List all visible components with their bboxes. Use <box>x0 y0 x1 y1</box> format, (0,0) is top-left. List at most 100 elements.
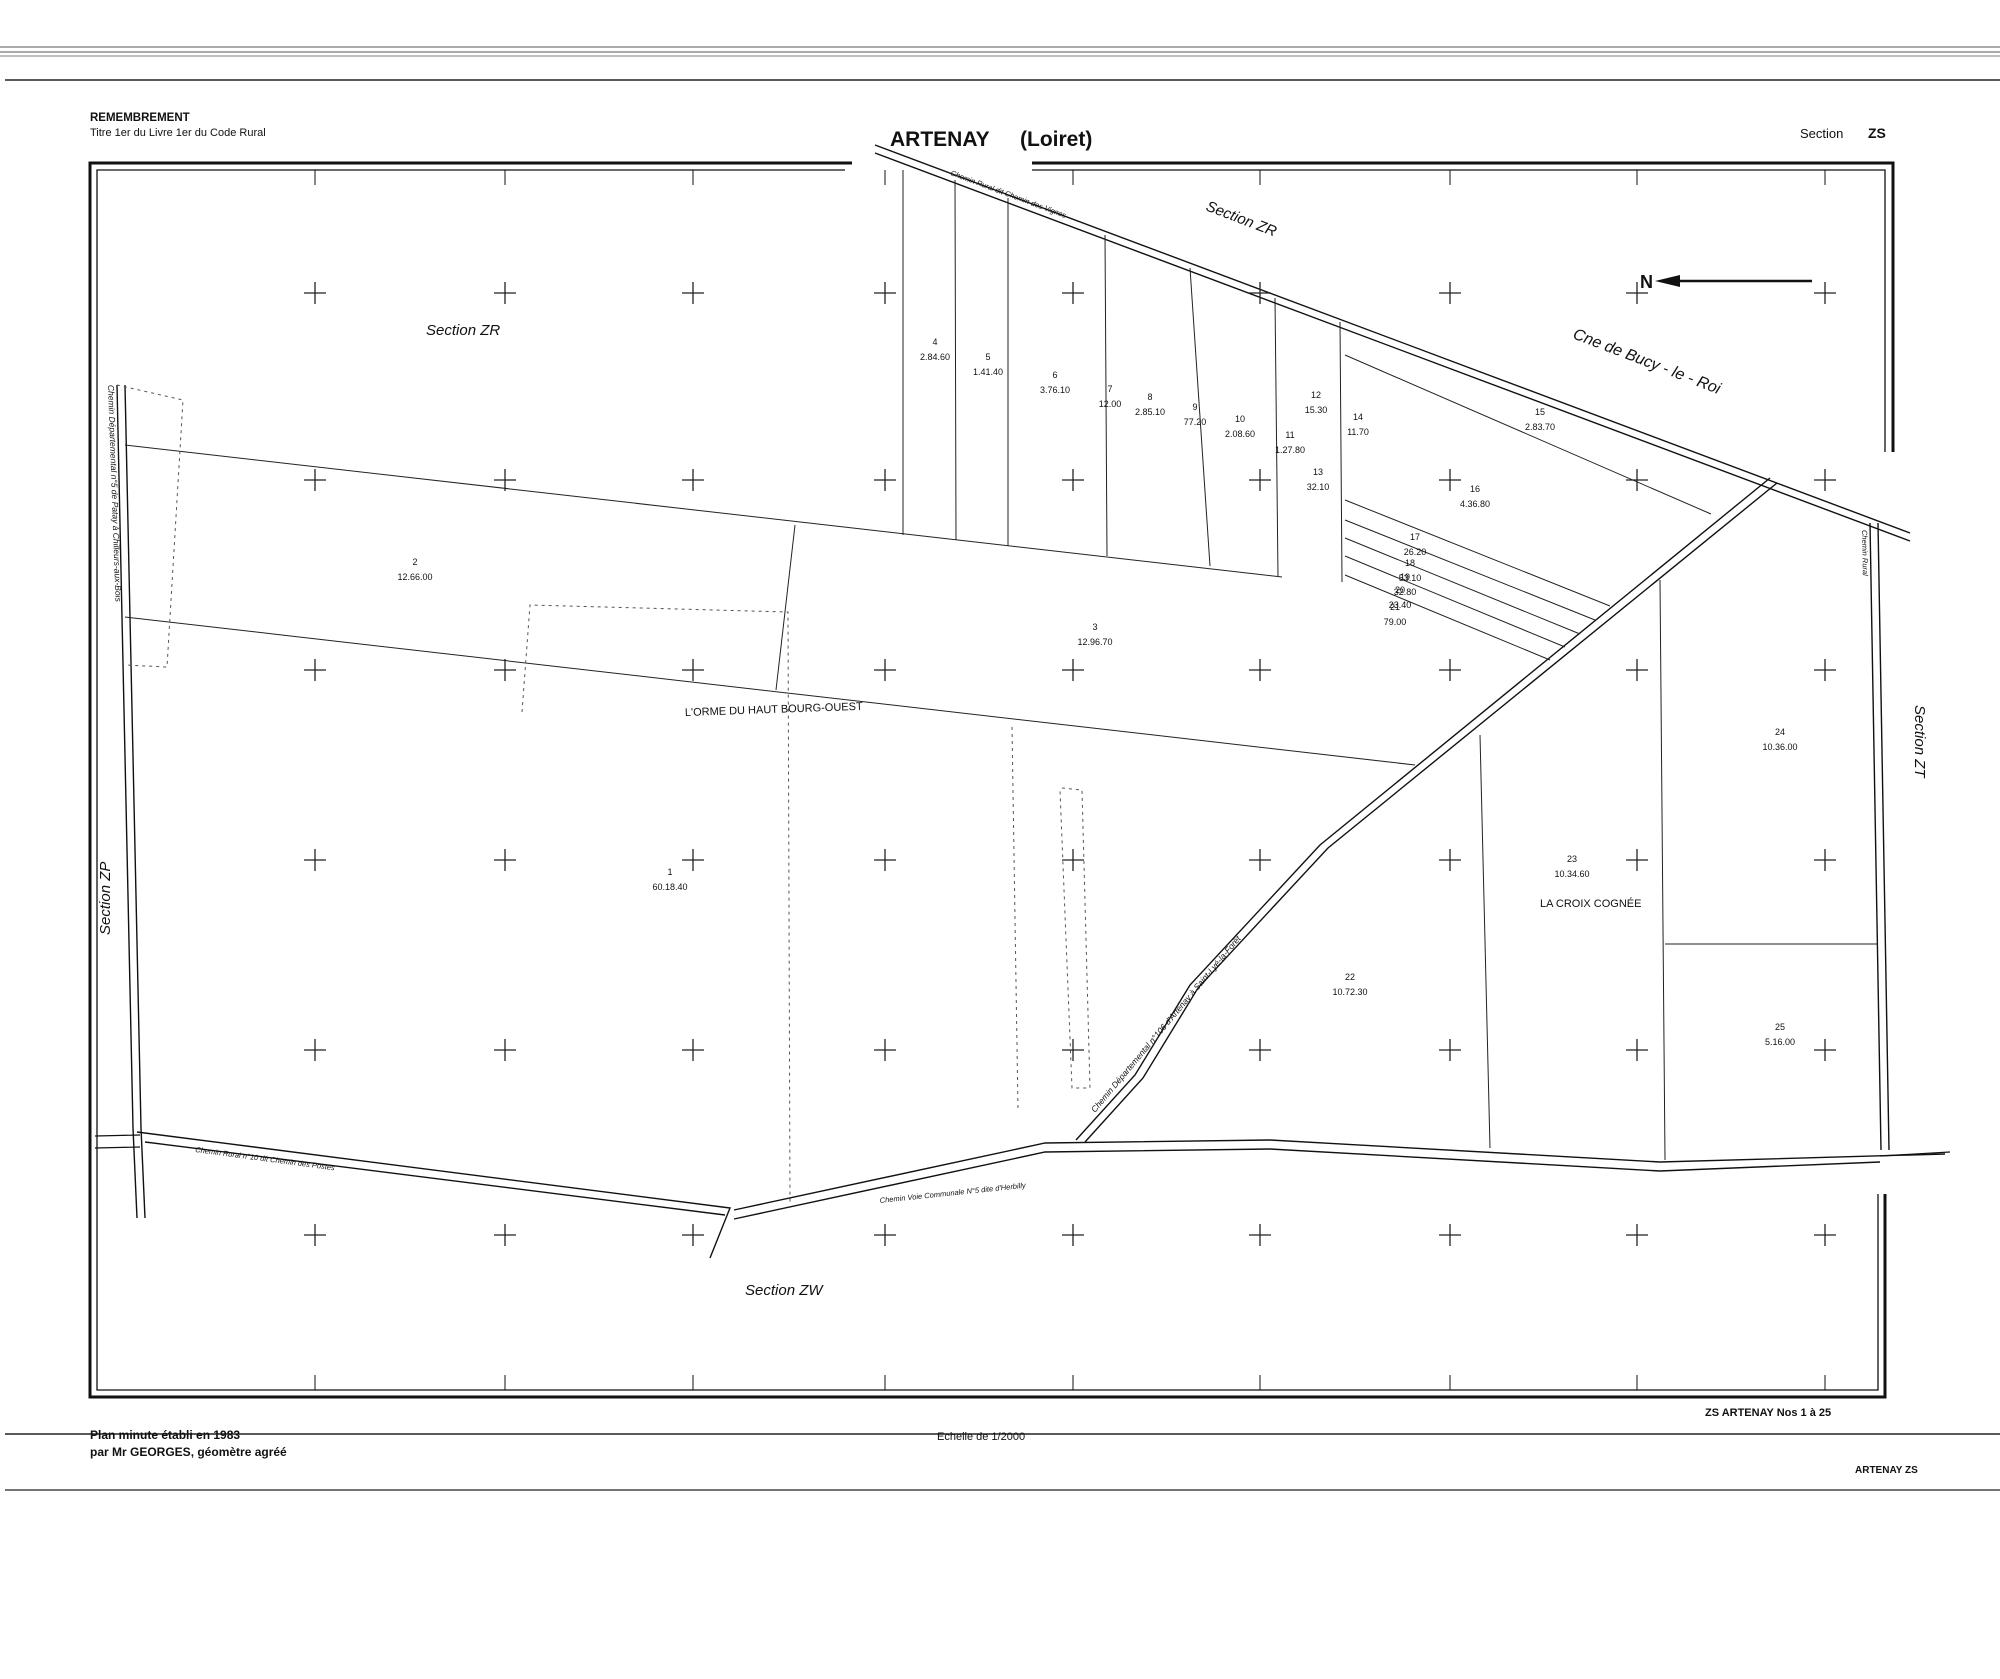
road-label-chemin-top: Chemin Rural dit Chemin des Vignes <box>949 168 1067 220</box>
parcel-area: 2.85.10 <box>1135 407 1165 417</box>
grid-cross <box>1814 469 1836 491</box>
grid-cross <box>682 659 704 681</box>
parcel-area: 3.76.10 <box>1040 385 1070 395</box>
grid-cross <box>1814 1039 1836 1061</box>
footer-scale: Echelle de 1/2000 <box>937 1431 1025 1443</box>
parcel-number: 19 <box>1400 572 1410 582</box>
header-titre: Titre 1er du Livre 1er du Code Rural <box>90 127 266 139</box>
grid-cross <box>1062 849 1084 871</box>
parcel-area: 79.00 <box>1384 617 1407 627</box>
parcel-8: 8 2.85.10 <box>1135 392 1165 417</box>
parcel-3: 312.96.70 <box>1077 622 1112 647</box>
road-chemin-right <box>1869 522 1882 1151</box>
roads <box>94 144 1951 1259</box>
header-section-code: ZS <box>1868 125 1886 141</box>
road-chemin-rural-10-edge <box>144 1141 726 1216</box>
parcel-area: 10.72.30 <box>1332 987 1367 997</box>
grid-cross <box>304 1039 326 1061</box>
grid-cross <box>494 1039 516 1061</box>
frame-ticks <box>314 170 1826 1390</box>
grid-cross <box>1814 1224 1836 1246</box>
road-label-chemin-rural-10: Chemin Rural n°10 dit Chemin des Postes <box>195 1145 336 1172</box>
grid-cross <box>1814 282 1836 304</box>
grid-cross <box>874 849 896 871</box>
place-orme-du-haut-bourg: L'ORME DU HAUT BOURG-OUEST <box>685 701 864 719</box>
road-cd5-west <box>116 384 138 1219</box>
grid-cross <box>1249 1039 1271 1061</box>
parcel-10: 102.08.60 <box>1225 414 1255 439</box>
parcel-number: 8 <box>1147 392 1152 402</box>
road-voie-communale-5-edge <box>733 1148 1881 1220</box>
grid-cross <box>304 659 326 681</box>
grid-cross <box>1439 1039 1461 1061</box>
parcel-25: 25 5.16.00 <box>1765 1022 1795 1047</box>
parcel-boundaries <box>124 170 1878 1161</box>
footer-plan-line2: par Mr GEORGES, géomètre agréé <box>90 1445 287 1459</box>
grid-cross <box>1814 849 1836 871</box>
parcel-16: 16 4.36.80 <box>1460 484 1490 509</box>
footer-bottom-ref: ARTENAY ZS <box>1855 1465 1918 1476</box>
commune-bucy-le-roi: Cne de Bucy - le - Roi <box>1571 326 1724 398</box>
grid-cross <box>494 282 516 304</box>
section-zp: Section ZP <box>97 862 114 935</box>
sheet-edge-lines <box>0 46 2000 1491</box>
grid-cross <box>1626 849 1648 871</box>
grid-cross <box>494 469 516 491</box>
road-chemin-rural-10 <box>136 1131 731 1259</box>
parcel-number: 3 <box>1092 622 1097 632</box>
parcel-area: 77.20 <box>1184 417 1207 427</box>
parcel-number: 16 <box>1470 484 1480 494</box>
grid-cross <box>494 659 516 681</box>
grid-cross <box>874 1039 896 1061</box>
grid-cross <box>874 659 896 681</box>
grid-cross <box>494 1224 516 1246</box>
parcel-1: 160.18.40 <box>652 867 687 892</box>
parcel-area: 10.34.60 <box>1554 869 1589 879</box>
road-chemin-right-edge <box>1877 522 1890 1151</box>
parcel-number: 6 <box>1052 370 1057 380</box>
parcel-6: 6 3.76.10 <box>1040 370 1070 395</box>
grid-cross <box>1626 1039 1648 1061</box>
grid-cross <box>874 1224 896 1246</box>
map-frame <box>88 161 1895 1399</box>
parcel-number: 13 <box>1313 467 1323 477</box>
parcel-number: 23 <box>1567 854 1577 864</box>
parcel-number: 12 <box>1311 390 1321 400</box>
grid-cross <box>304 849 326 871</box>
grid-cross <box>682 849 704 871</box>
parcel-area: 5.16.00 <box>1765 1037 1795 1047</box>
parcel-area: 60.18.40 <box>652 882 687 892</box>
parcel-area: 23.40 <box>1389 600 1412 610</box>
parcel-number: 22 <box>1345 972 1355 982</box>
parcel-number: 14 <box>1353 412 1363 422</box>
grid-cross <box>494 849 516 871</box>
section-zw: Section ZW <box>745 1282 824 1299</box>
road-chemin-top-edge <box>874 152 1911 542</box>
parcel-area: 4.36.80 <box>1460 499 1490 509</box>
parcel-14: 14 11.70 <box>1347 412 1369 437</box>
parcel-area: 15.30 <box>1305 405 1328 415</box>
parcel-2: 212.66.00 <box>397 557 432 582</box>
parcel-15: 152.83.70 <box>1525 407 1555 432</box>
parcel-area: 11.70 <box>1347 427 1369 437</box>
grid-cross <box>1062 659 1084 681</box>
parcel-number: 21 <box>1390 602 1400 612</box>
parcel-area: 2.83.70 <box>1525 422 1555 432</box>
grid-cross <box>1062 1224 1084 1246</box>
north-label: N <box>1640 272 1653 292</box>
parcel-number: 25 <box>1775 1022 1785 1032</box>
parcel-area: 12.00 <box>1099 399 1122 409</box>
grid-cross <box>304 282 326 304</box>
parcel-number: 11 <box>1285 430 1294 440</box>
parcel-area: 12.66.00 <box>397 572 432 582</box>
parcel-area: 1.41.40 <box>973 367 1003 377</box>
parcel-area: 2.08.60 <box>1225 429 1255 439</box>
header-commune: ARTENAY <box>890 128 990 151</box>
section-zr-left: Section ZR <box>426 322 500 339</box>
parcel-number: 17 <box>1410 532 1420 542</box>
road-label-chemin-right: Chemin Rural <box>1860 530 1870 576</box>
road-label-voie-communale-5: Chemin Voie Communale N°5 dite d'Herbill… <box>879 1181 1027 1205</box>
